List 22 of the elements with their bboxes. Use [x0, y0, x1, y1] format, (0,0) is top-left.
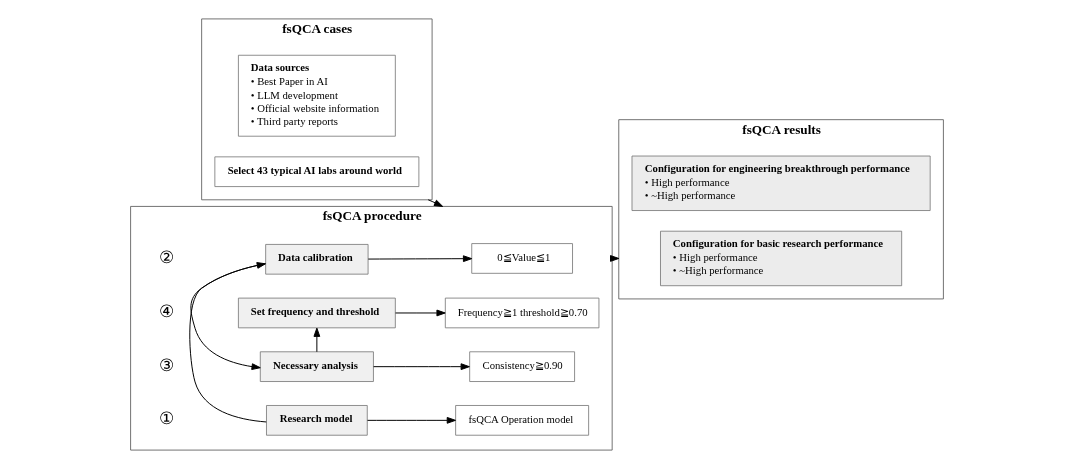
node-box: Data sources • Best Paper in AI • LLM development • Official website information • Third party reports: [238, 54, 396, 137]
arrow: [427, 198, 444, 207]
node-box: 0≦Value≦1: [471, 242, 573, 274]
arrow: [373, 362, 470, 370]
node-box: Research model: [266, 404, 368, 436]
node-box: Consistency≧0.90: [469, 350, 575, 382]
node-box: Data calibration: [265, 243, 369, 275]
label: ②: [158, 247, 174, 267]
node-box: Set frequency and threshold: [238, 297, 396, 328]
label: ③: [158, 355, 174, 375]
arrow: [395, 309, 446, 316]
label: ④: [158, 301, 174, 321]
arrow: [313, 327, 321, 352]
node-box: Configuration for basic research performance • High performance • ~High performance: [660, 230, 903, 286]
label: ①: [158, 408, 174, 428]
node-box: Select 43 typical AI labs around world: [214, 155, 420, 187]
arrow: [367, 254, 473, 262]
node-box: Configuration for engineering breakthrough performance • High performance • ~High performance: [631, 155, 931, 211]
node-box: Frequency≧1 threshold≧0.70: [444, 297, 600, 328]
node-box: fsQCA Operation model: [455, 404, 590, 436]
node-box: Necessary analysis: [259, 350, 374, 382]
arrow: [367, 416, 456, 424]
